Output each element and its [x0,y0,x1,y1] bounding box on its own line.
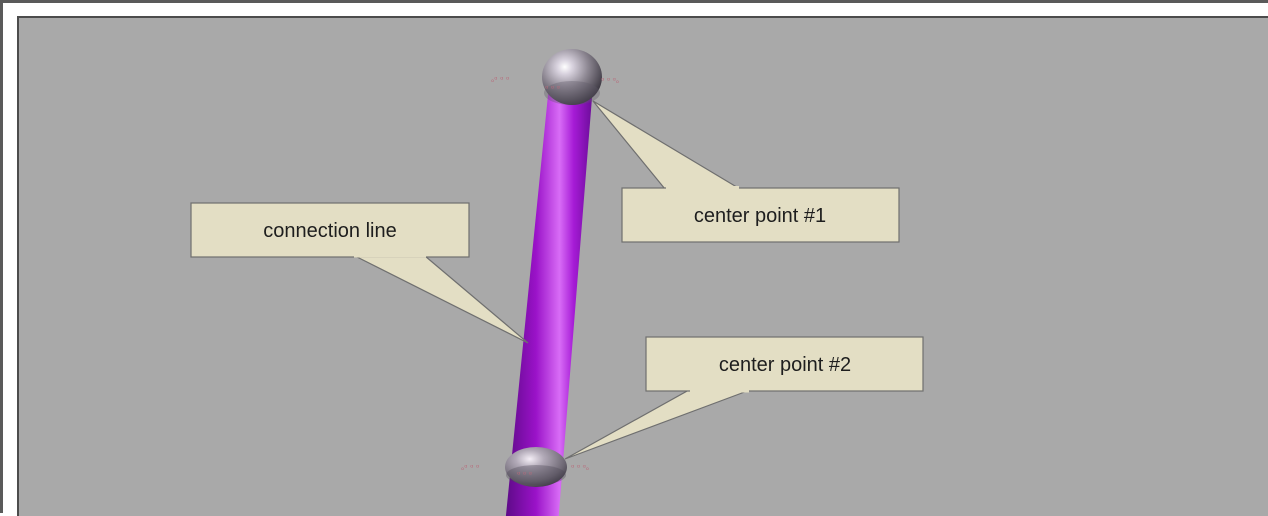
svg-text:ₒᵅ ᵅ ᵅ: ₒᵅ ᵅ ᵅ [461,463,479,472]
svg-text:ᵅ ᵅ ᵅ: ᵅ ᵅ ᵅ [517,470,532,479]
point-markers-top: ₒᵅ ᵅ ᵅ ᵅ ᵅ ᵅ ᵅ ᵅ ᵅₒ [491,75,619,93]
center-point-2-ring[interactable] [505,447,567,487]
callout-center-point-1: center point #1 [592,100,900,243]
callout-center-point-2-text: center point #2 [719,354,851,376]
connection-rod[interactable] [505,85,593,516]
3d-viewport[interactable]: ₒᵅ ᵅ ᵅ ᵅ ᵅ ᵅ ᵅ ᵅ ᵅₒ ₒᵅ ᵅ ᵅ ᵅ ᵅ ᵅ ᵅ ᵅ ᵅₒ … [17,16,1268,516]
scene-canvas: ₒᵅ ᵅ ᵅ ᵅ ᵅ ᵅ ᵅ ᵅ ᵅₒ ₒᵅ ᵅ ᵅ ᵅ ᵅ ᵅ ᵅ ᵅ ᵅₒ … [190,49,924,516]
svg-text:ᵅ ᵅ ᵅₒ: ᵅ ᵅ ᵅₒ [601,76,619,85]
callout-center-point-1-text: center point #1 [694,205,826,227]
svg-text:ᵅ ᵅ ᵅₒ: ᵅ ᵅ ᵅₒ [571,463,589,472]
center-point-1-sphere[interactable] [542,49,602,105]
point-markers-bottom: ₒᵅ ᵅ ᵅ ᵅ ᵅ ᵅ ᵅ ᵅ ᵅₒ [461,463,589,479]
svg-text:ₒᵅ ᵅ ᵅ: ₒᵅ ᵅ ᵅ [491,75,509,84]
callout-center-point-2: center point #2 [564,336,924,460]
callout-connection-line: connection line [190,202,529,344]
svg-text:ᵅ ᵅ ᵅ: ᵅ ᵅ ᵅ [545,84,560,93]
callout-connection-line-text: connection line [263,220,396,242]
